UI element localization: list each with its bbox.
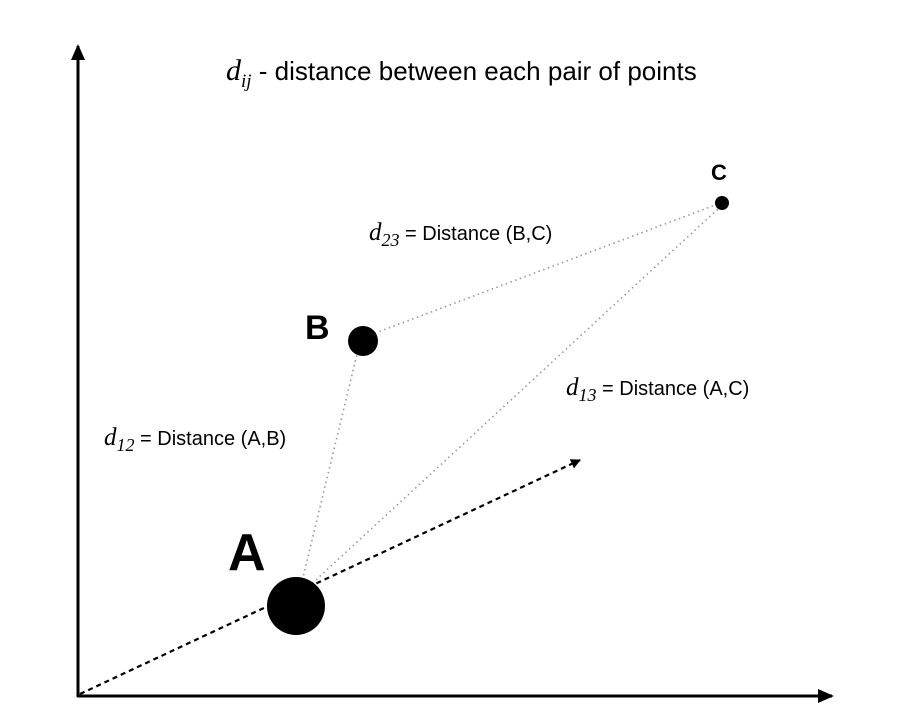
distance-label-d13: d13 = Distance (A,C) [566, 374, 749, 405]
d23-subscript: 23 [382, 230, 400, 250]
d13-subscript: 13 [579, 385, 597, 405]
distance-label-d12: d12 = Distance (A,B) [104, 424, 286, 455]
title-text: - distance between each pair of points [252, 56, 697, 86]
title-subscript: ij [241, 71, 252, 92]
point-label-b: B [305, 309, 330, 347]
point-label-c: C [711, 160, 727, 185]
point-a [267, 577, 325, 635]
distance-line-ab [299, 349, 359, 591]
point-c [715, 196, 729, 210]
d23-text: = Distance (B,C) [400, 223, 553, 245]
title: dij - distance between each pair of poin… [226, 54, 697, 92]
title-symbol: d [226, 54, 242, 87]
point-b [348, 326, 378, 356]
d12-symbol: d [104, 424, 117, 451]
dashed-vector-arrow [79, 459, 581, 695]
d13-text: = Distance (A,C) [597, 378, 750, 400]
d23-symbol: d [369, 219, 382, 246]
point-label-a: A [228, 524, 266, 582]
distance-label-d23: d23 = Distance (B,C) [369, 219, 552, 250]
d12-text: = Distance (A,B) [135, 428, 287, 450]
d12-subscript: 12 [117, 435, 135, 455]
d13-symbol: d [566, 374, 579, 401]
distance-line-bc [369, 203, 719, 336]
